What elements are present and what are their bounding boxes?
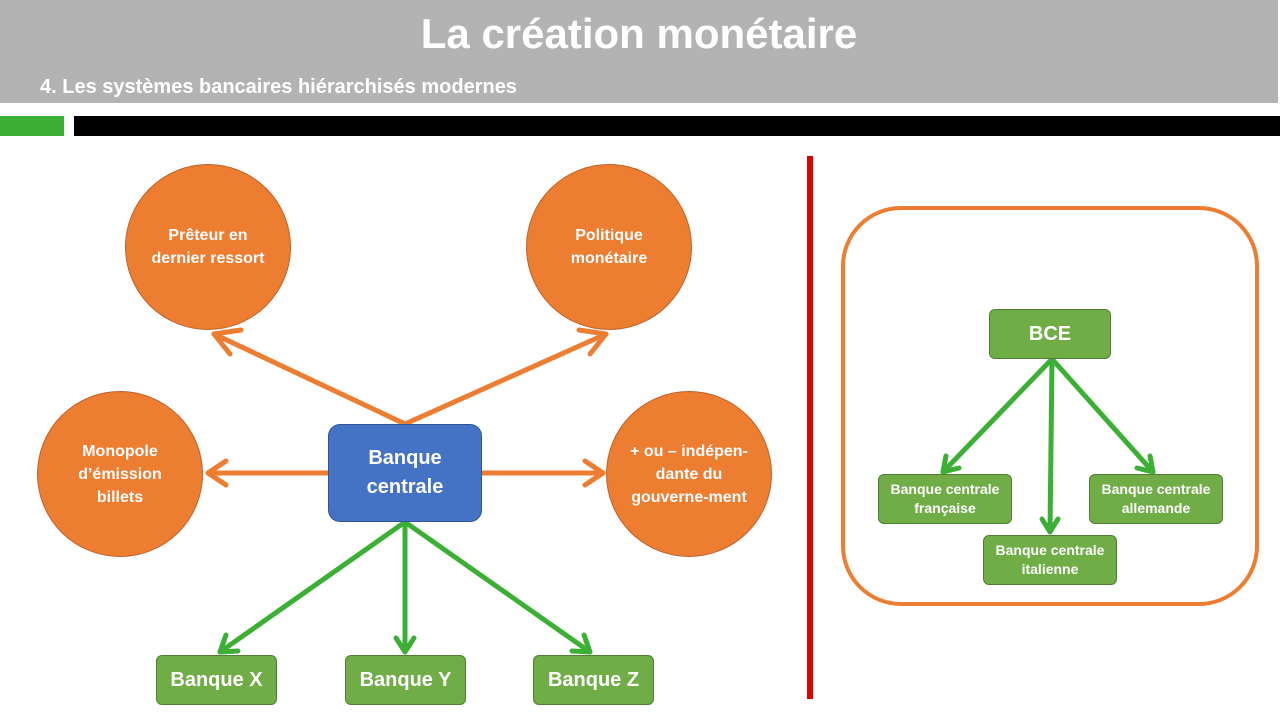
role-independence: + ou – indépen-dante du gouverne-ment: [606, 391, 772, 557]
arrow-to-bank-x: [217, 519, 408, 655]
bank-y-label: Banque Y: [359, 668, 452, 691]
role-banknote-monopoly: Monopole d’émission billets: [37, 391, 203, 557]
accent-bar-black: [74, 116, 1280, 136]
bank-x-label: Banque X: [170, 668, 263, 691]
central-bank-box: Banque centrale: [328, 424, 482, 522]
bank-z-label: Banque Z: [547, 668, 640, 691]
french-cb-label: Banque centrale française: [890, 481, 1000, 516]
role-monetary-policy: Politique monétaire: [526, 164, 692, 330]
eurosystem-frame: [841, 206, 1259, 606]
page-subtitle: 4. Les systèmes bancaires hiérarchisés m…: [40, 76, 517, 98]
header-band: [0, 0, 1278, 103]
arrow-to-bank-z: [402, 519, 593, 655]
arrow-to-policy: [402, 331, 609, 427]
arrow-to-french-cb: [940, 356, 1055, 475]
arrow-to-italian-cb: [1047, 356, 1055, 535]
accent-bar-green: [0, 116, 64, 136]
section-divider: [807, 156, 813, 699]
arrow-to-lender: [211, 331, 408, 427]
role-policy-label: Politique monétaire: [570, 227, 648, 267]
role-lender-label: Prêteur en dernier ressort: [151, 227, 265, 267]
italian-central-bank-box: Banque centrale italienne: [983, 535, 1117, 585]
page-title: La création monétaire: [420, 10, 858, 57]
ecb-box: BCE: [989, 309, 1111, 359]
ecb-label: BCE: [1028, 322, 1072, 345]
arrow-to-german-cb: [1049, 356, 1156, 475]
bank-y-box: Banque Y: [345, 655, 466, 705]
italian-cb-label: Banque centrale italienne: [995, 542, 1105, 577]
german-central-bank-box: Banque centrale allemande: [1089, 474, 1223, 524]
role-independence-label: + ou – indépen-dante du gouverne-ment: [630, 442, 748, 506]
bank-x-box: Banque X: [156, 655, 277, 705]
bank-z-box: Banque Z: [533, 655, 654, 705]
central-bank-label: Banque centrale: [366, 447, 444, 498]
french-central-bank-box: Banque centrale française: [878, 474, 1012, 524]
role-lender-of-last-resort: Prêteur en dernier ressort: [125, 164, 291, 330]
german-cb-label: Banque centrale allemande: [1101, 481, 1211, 516]
role-monopoly-label: Monopole d’émission billets: [78, 442, 162, 506]
